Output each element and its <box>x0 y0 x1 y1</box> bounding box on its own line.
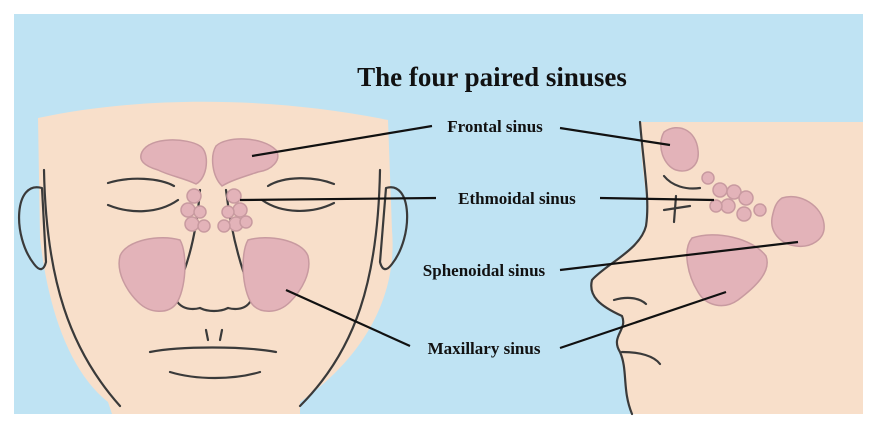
label-ethmoidal-sinus: Ethmoidal sinus <box>458 189 576 208</box>
diagram-title: The four paired sinuses <box>357 62 627 92</box>
label-frontal-sinus: Frontal sinus <box>447 117 543 136</box>
label-sphenoidal-sinus: Sphenoidal sinus <box>423 261 546 280</box>
label-maxillary-sinus: Maxillary sinus <box>428 339 541 358</box>
